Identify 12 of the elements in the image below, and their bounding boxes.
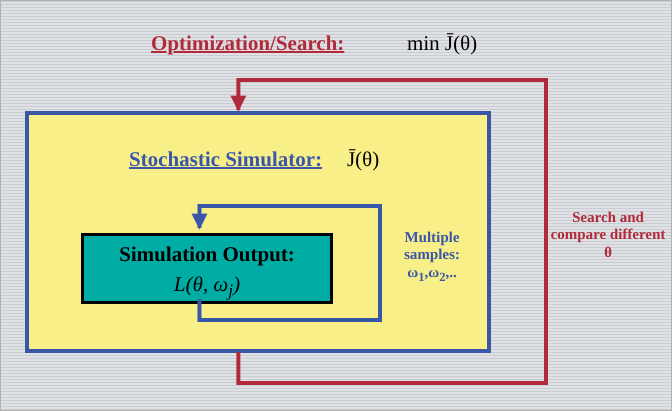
heading-text: Optimization/Search: <box>151 31 344 56</box>
output-box <box>81 233 333 304</box>
heading-text: Simulation Output: <box>118 242 296 267</box>
loop-arrow <box>230 78 548 385</box>
edge-label: Search and compare different θ <box>550 210 666 262</box>
heading-text: Stochastic Simulator: <box>129 147 322 172</box>
formula-text: J̄(θ) <box>347 147 380 172</box>
edge-label: Multiple samples: ω$_{1}$,ω$_{2}$,.. <box>403 230 461 284</box>
simulator-box <box>25 111 491 353</box>
loop-arrow <box>191 204 382 322</box>
formula-text: min J̄(θ) <box>407 31 478 56</box>
formula-text: L(θ, ω$_{j}$) <box>172 272 242 302</box>
